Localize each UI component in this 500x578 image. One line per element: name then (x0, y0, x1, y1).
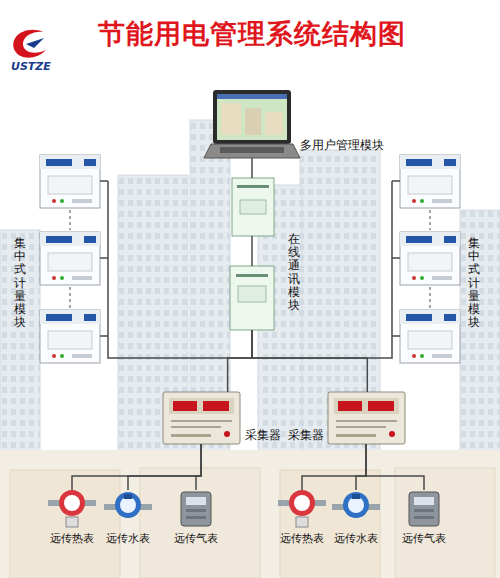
node-label: 多用户管理模块 (300, 138, 500, 152)
connector-wire (228, 330, 252, 392)
node-label: 远传水表 (101, 532, 155, 545)
connector-wire (252, 330, 376, 358)
node-label: 远传气表 (169, 532, 223, 545)
collector: 采集器 (288, 392, 408, 444)
remote-meter: 远传水表 (329, 490, 383, 548)
node-label: 远传热表 (275, 532, 329, 545)
connector-wire (366, 444, 424, 490)
brand-name: USTZE (11, 60, 51, 73)
node-label: 采集器 (288, 428, 408, 442)
remote-meter: 远传气表 (169, 490, 223, 548)
remote-meter: 远传热表 (45, 490, 99, 548)
connector-wire (72, 444, 201, 490)
remote-meter: 远传水表 (101, 490, 155, 548)
collector: 采集器 (163, 392, 367, 444)
connector-wire (356, 444, 366, 490)
vertical-label: 集中式计量模块 (14, 237, 26, 329)
diagram-title: 节能用电管理系统结构图 (98, 16, 406, 52)
vertical-label: 在线通讯模块 (288, 233, 300, 312)
connector-wire (196, 444, 201, 490)
management-module: 多用户管理模块 (205, 88, 487, 158)
remote-meter: 远传气表 (397, 490, 451, 548)
metering-group: 集中式计量模块 (376, 152, 486, 367)
node-label: 采集器 (245, 428, 449, 442)
connector-wire (251, 158, 253, 178)
connector-wire (128, 444, 201, 490)
communication-module: 在线通讯模块 (228, 178, 308, 330)
remote-meter: 远传热表 (275, 490, 329, 548)
node-label: 远传水表 (329, 532, 383, 545)
connector-wire (252, 330, 367, 392)
connector-wire (302, 444, 366, 490)
vertical-label: 集中式计量模块 (468, 237, 480, 329)
title-holder: 节能用电管理系统结构图 (98, 16, 406, 52)
connector-wire (124, 330, 252, 358)
metering-group: 集中式计量模块 (14, 152, 124, 367)
node-label: 远传气表 (397, 532, 451, 545)
node-label: 远传热表 (45, 532, 99, 545)
label-holder: USTZE (11, 60, 51, 73)
